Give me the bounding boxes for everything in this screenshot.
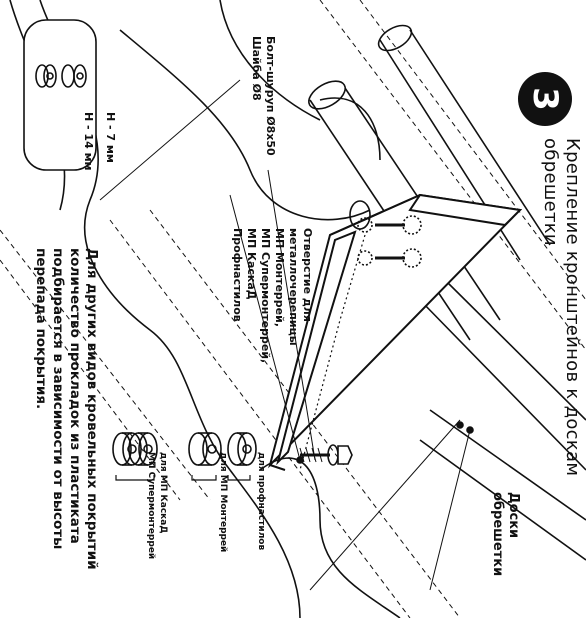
- title-line2: обрешетки: [540, 138, 561, 246]
- screw-holes: [299, 200, 422, 471]
- spacer-kaskad-label-line1: для МП КаскаД: [158, 452, 168, 534]
- spacers-group: [112, 432, 257, 466]
- note-text: Для других видов кровельных покрытий кол…: [33, 248, 100, 570]
- spacer-monterrey-label: для МП Монтеррей: [218, 452, 228, 553]
- spacer-braces: [115, 475, 251, 481]
- washer-label: Шайба Ø8: [250, 36, 263, 101]
- leader-lines: [99, 79, 471, 591]
- bolt-screw: [299, 444, 353, 466]
- title-line1: Крепление кронштейнов к доскам: [562, 138, 583, 477]
- hole-label-line: МП Монтеррей,: [273, 228, 286, 328]
- bolt-label: Болт-шуруп Ø8x50: [264, 36, 277, 156]
- bracket: [268, 193, 523, 471]
- hole-label-line: металлочерепицы: [287, 228, 300, 346]
- hole-label-line: МП КаскаД: [245, 228, 258, 300]
- hole-label: Отверстие для металлочерепицы МП Монтерр…: [230, 228, 314, 363]
- hole-label-line: Отверстие для: [301, 228, 314, 322]
- note-line: подбирается в зависимости от высоты: [50, 248, 67, 550]
- note-line: количество прокладок из пластиката: [67, 248, 84, 544]
- step-number: 3: [525, 87, 565, 111]
- note-line: перепада покрытия.: [33, 248, 50, 410]
- spacer-h14-label: Н - 14 мм: [82, 112, 95, 171]
- boards-label-line2: обрешетки: [490, 492, 505, 577]
- hole-label-line: МП Супермонтеррей,: [259, 228, 272, 364]
- spacer-h7-label: Н - 7 мм: [104, 112, 117, 163]
- boards-label-line1: Доски: [506, 492, 521, 539]
- roof-profile-right: [259, 457, 401, 618]
- spacer-legend-box: [23, 19, 97, 171]
- spacer-prof-label: для профнастилов: [256, 452, 266, 551]
- spacer-kaskad-label-line2: МП Супермонтеррей: [146, 452, 156, 560]
- step-badge: 3: [518, 72, 572, 126]
- hole-label-line: Профнастилов: [231, 228, 244, 322]
- note-line: Для других видов кровельных покрытий: [84, 248, 100, 570]
